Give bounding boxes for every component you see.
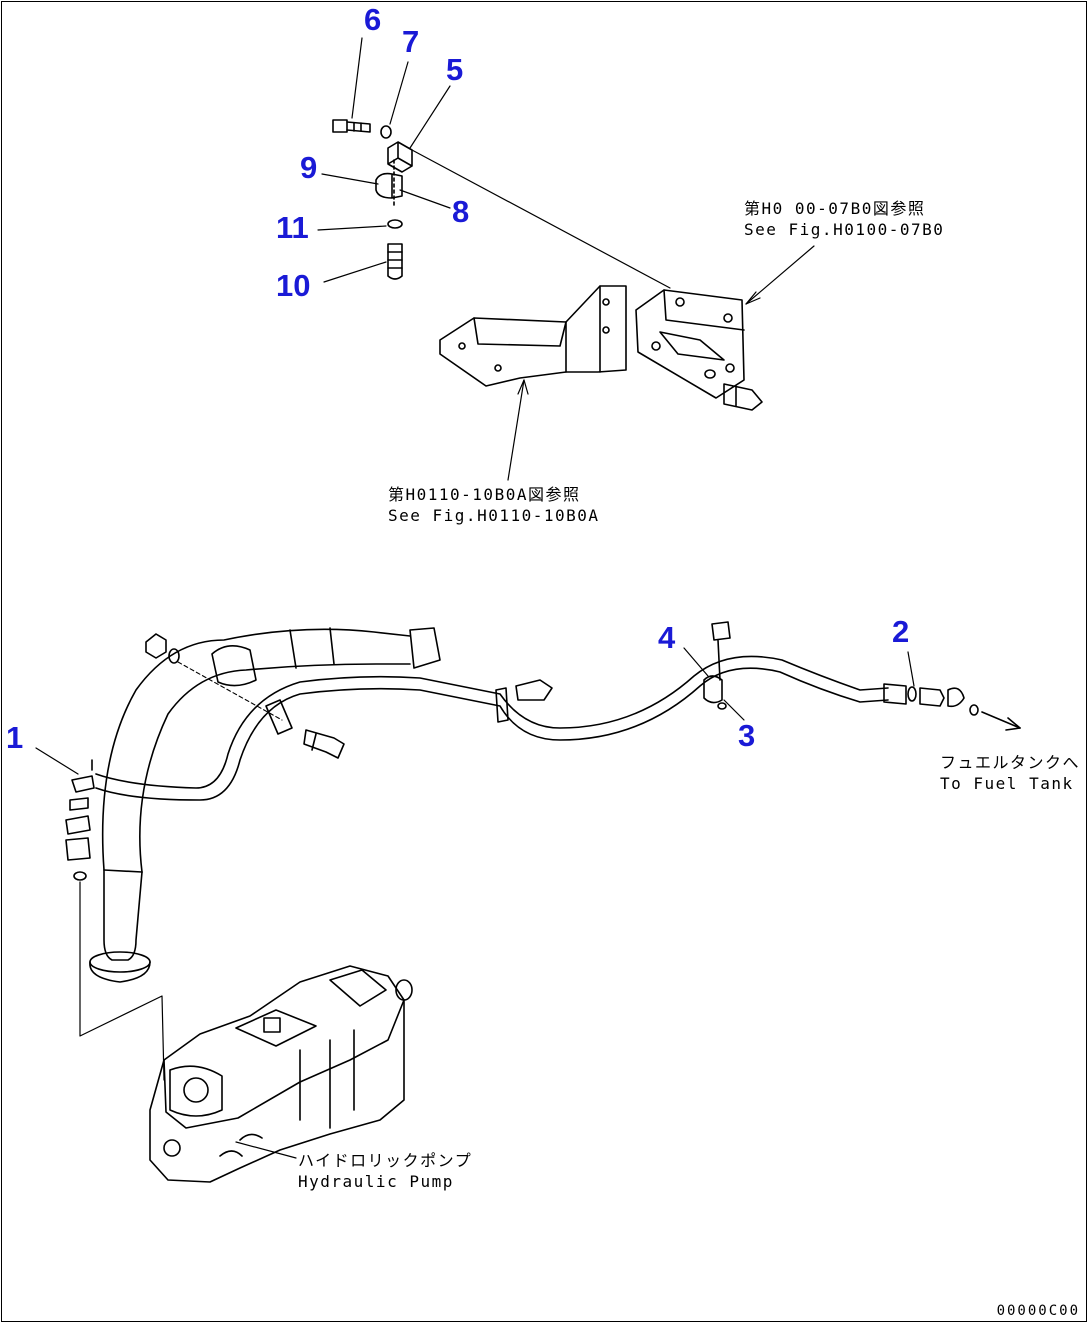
drawing-number: 00000C00 [996, 1303, 1080, 1319]
clamp-5 [387, 141, 413, 173]
clamp-9 [375, 172, 403, 199]
mounting-bracket [439, 285, 627, 387]
bolt-10 [387, 243, 403, 280]
frame-plate [635, 289, 763, 411]
note-fuel-tank: フュエルタンクへ To Fuel Tank [940, 752, 1080, 794]
reference-arrows [507, 245, 815, 481]
callout-9: 9 [300, 150, 318, 185]
hydraulic-pump [149, 965, 413, 1183]
washer-7 [380, 125, 392, 139]
note-fuel-tank-jp: フュエルタンクへ [940, 753, 1081, 772]
upper-leader-lines [317, 37, 451, 283]
note-hydraulic-pump-jp: ハイドロリックポンプ [298, 1151, 473, 1170]
note-hydraulic-pump: ハイドロリックポンプ Hydraulic Pump [298, 1150, 472, 1192]
bolt-6 [332, 119, 371, 133]
note-frame-reference-en: See Fig.H0100-07B0 [744, 220, 945, 239]
callout-2: 2 [892, 614, 910, 649]
note-bracket-reference: 第H0110-10B0A図参照 See Fig.H0110-10B0A [388, 484, 600, 526]
fuel-line-assembly [65, 621, 1021, 1081]
callout-4: 4 [658, 620, 676, 655]
note-frame-reference-jp: 第H0 00-07B0図参照 [744, 199, 926, 218]
lower-leader-lines [35, 647, 915, 1159]
callout-7: 7 [402, 24, 420, 59]
callout-3: 3 [738, 718, 756, 753]
note-bracket-reference-jp: 第H0110-10B0A図参照 [388, 485, 581, 504]
bracket-hardware [332, 119, 671, 289]
callout-6: 6 [364, 2, 382, 37]
callout-8: 8 [452, 194, 470, 229]
callout-10: 10 [276, 268, 311, 303]
callout-11: 11 [276, 210, 309, 245]
washer-11 [387, 219, 403, 229]
callout-1: 1 [6, 720, 24, 755]
callout-5: 5 [446, 52, 464, 87]
note-bracket-reference-en: See Fig.H0110-10B0A [388, 506, 600, 525]
note-hydraulic-pump-en: Hydraulic Pump [298, 1172, 454, 1191]
note-frame-reference: 第H0 00-07B0図参照 See Fig.H0100-07B0 [744, 198, 944, 240]
note-fuel-tank-en: To Fuel Tank [940, 774, 1074, 793]
large-hose [101, 628, 411, 873]
